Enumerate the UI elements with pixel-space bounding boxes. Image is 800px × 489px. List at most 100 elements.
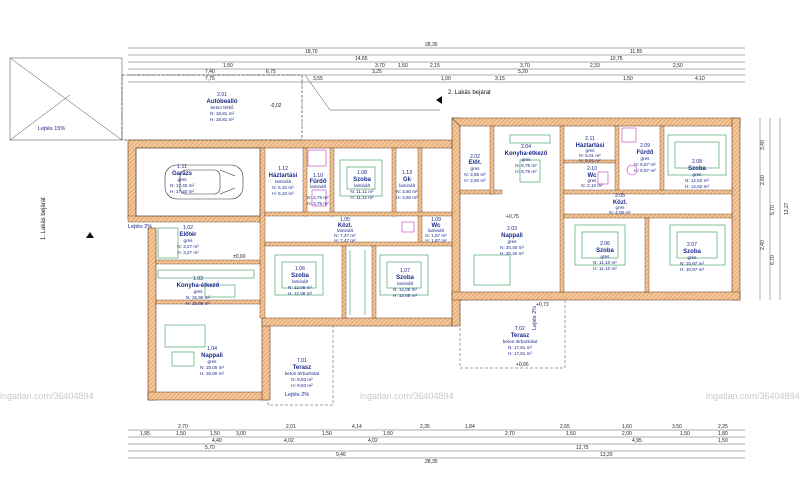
dim-top: 14,65 — [355, 56, 368, 62]
room-floor: beton térburkolat — [503, 339, 538, 344]
room-gross-area: H: 11,10 m² — [593, 266, 617, 271]
room-gross-area: H: 12,08 m² — [288, 291, 312, 296]
room-gross-area: H: 12,62 m² — [685, 184, 709, 189]
room-net-area: N: 12,62 m² — [685, 178, 709, 183]
room-name: Szoba — [596, 248, 614, 254]
room-name: Nappali — [201, 353, 223, 359]
room-floor: laminált — [428, 228, 445, 233]
room-floor: gres — [641, 156, 651, 161]
room-net-area: N: 5,01 m² — [579, 153, 601, 158]
room-net-area: N: 11,11 m² — [350, 189, 374, 194]
dim-right: 5,70 — [770, 205, 776, 215]
dim-top: 1,50 — [223, 63, 233, 69]
room-gross-area: H: 9,93 m² — [291, 383, 313, 388]
dim-bottom: 1,50 — [176, 431, 186, 437]
room-net-area: N: 17,40 m² — [170, 183, 194, 188]
room-number: 1.02 — [183, 225, 193, 231]
room-gross-area: H: 5,57 m² — [634, 168, 656, 173]
room-net-area: N: 11,10 m² — [593, 260, 617, 265]
car-icon — [164, 164, 244, 200]
room-gross-area: H: 11,11 m² — [350, 195, 374, 200]
dim-top: 5,20 — [518, 69, 528, 75]
level-mark: +0,66 — [516, 362, 529, 368]
room-gross-area: H: 17,40 m² — [170, 189, 194, 194]
room-number: 1.06 — [295, 266, 305, 272]
room-number: T.01 — [297, 358, 307, 364]
room-number: 2.06 — [600, 241, 610, 247]
room-number: 1.12 — [278, 166, 288, 172]
room-number: 2.08 — [692, 159, 702, 165]
room-gross-area: H: 3,75 m² — [307, 201, 329, 206]
room-name: Szoba — [291, 273, 309, 279]
room-gross-area: H: 3,27 m² — [177, 250, 199, 255]
room-floor: gres — [184, 238, 194, 243]
room-t-02: T.02 Terasz beton térburkolat N: 17,81 m… — [503, 326, 538, 356]
dim-top: 2,15 — [430, 63, 440, 69]
watermark: ingatlan.com/36404894 — [360, 391, 454, 401]
room-net-area: N: 18,81 m² — [210, 111, 234, 116]
room-name: Konyha-étkező — [505, 151, 548, 157]
room-labels: 2.01 Autóbeálló beton térkő N: 18,81 m² … — [170, 92, 709, 388]
room-name: Fürdő — [310, 179, 327, 185]
dim-right: 13,27 — [784, 202, 790, 215]
room-net-area: N: 2,10 m² — [581, 183, 603, 188]
room-net-area: N: 3,60 m² — [396, 189, 418, 194]
room-net-area: N: 5,10 m² — [272, 185, 294, 190]
dim-top: 3,25 — [372, 69, 382, 75]
room-1-13: 1.13 Gk laminált N: 3,60 m² H: 3,60 m² — [396, 170, 418, 200]
room-gross-area: H: 20,40 m² — [500, 251, 524, 256]
room-gross-area: H: 15,95 m² — [186, 301, 210, 306]
dim-bottom: 2,01 — [286, 424, 296, 430]
room-1-12: 1.12 Háztartási laminált N: 5,10 m² H: 5… — [269, 166, 298, 196]
dim-bottom: 2,25 — [718, 424, 728, 430]
room-number: 1.04 — [207, 346, 217, 352]
dim-bottom: 2,35 — [420, 424, 430, 430]
room-gross-area: H: 18,81 m² — [210, 117, 234, 122]
room-2-03: 2.03 Nappali gres N: 20,40 m² H: 20,40 m… — [500, 226, 524, 256]
room-number: 2.11 — [585, 136, 595, 142]
dim-top: 4,10 — [695, 76, 705, 82]
room-floor: laminált — [354, 183, 371, 188]
room-name: Háztartási — [269, 173, 298, 179]
room-floor: gres — [616, 205, 626, 210]
level-mark: +0,73 — [536, 302, 549, 308]
room-name: Szoba — [353, 177, 371, 183]
dim-bottom: 1,50 — [210, 431, 220, 437]
room-name: Wc — [432, 223, 442, 229]
room-name: Wc — [588, 173, 598, 179]
dim-bottom: 1,60 — [622, 424, 632, 430]
dim-bottom: 1,50 — [383, 431, 393, 437]
room-gross-area: H: 9,75 m² — [515, 169, 537, 174]
room-number: 2.04 — [521, 144, 531, 150]
room-net-area: N: 9,75 m² — [515, 163, 537, 168]
dim-top: 7,40 — [205, 69, 215, 75]
room-net-area: N: 3,65 m² — [464, 172, 486, 177]
dim-bottom: 1,50 — [680, 431, 690, 437]
dim-right: 2,40 — [760, 240, 766, 250]
room-name: Előtér — [179, 232, 197, 238]
room-floor: laminált — [397, 281, 414, 286]
room-floor: beton térkő — [211, 105, 234, 110]
level-mark: -0,02 — [270, 103, 282, 109]
room-number: 2.09 — [640, 143, 650, 149]
room-1-02: 1.02 Előtér gres N: 3,27 m² H: 3,27 m² — [177, 225, 199, 255]
dim-top: 2,33 — [590, 63, 600, 69]
dim-bottom: 13,20 — [600, 452, 613, 458]
room-net-area: N: 20,40 m² — [500, 245, 524, 250]
room-2-04: 2.04 Konyha-étkező gres N: 9,75 m² H: 9,… — [505, 144, 548, 174]
room-net-area: N: 12,08 m² — [288, 285, 312, 290]
room-floor: gres — [508, 239, 518, 244]
watermark: ingatlan.com/36404894 — [706, 391, 800, 401]
sanitary-fixtures — [307, 127, 638, 233]
room-name: Előt. — [469, 160, 482, 166]
room-name: Közl. — [613, 200, 628, 206]
room-number: 2.07 — [687, 242, 697, 248]
room-floor: gres — [471, 166, 481, 171]
room-gross-area: H: 10,97 m² — [680, 267, 704, 272]
entry-1-label: 1. Lakás bejárat — [41, 197, 47, 240]
dim-bottom: 4,02 — [284, 438, 294, 444]
room-name: Terasz — [293, 365, 312, 371]
room-gross-area: H: 18,00 m² — [200, 371, 224, 376]
room-gross-area: H: 7,47 m² — [334, 238, 356, 243]
room-gross-area: H: 17,81 m² — [508, 351, 532, 356]
